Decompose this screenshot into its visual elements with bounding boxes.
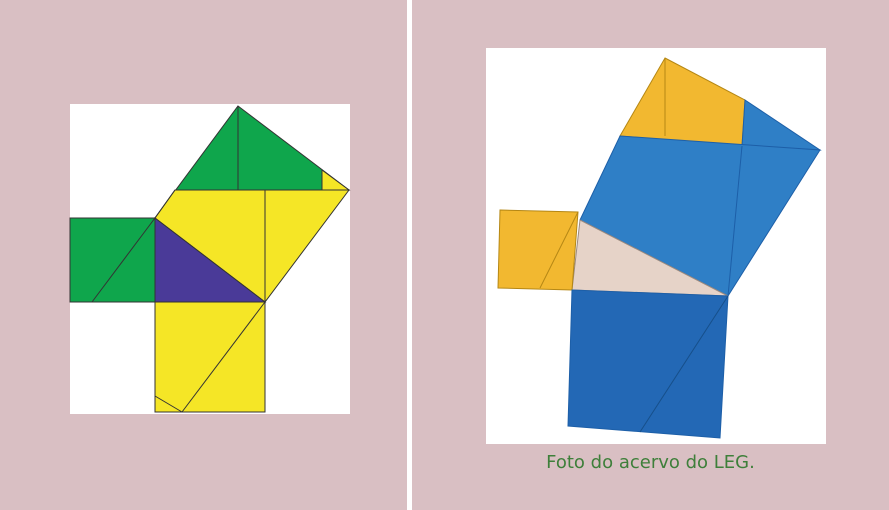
yellow-square-bottom [154, 301, 266, 413]
green-square-left [69, 217, 156, 303]
panel-divider [407, 0, 412, 510]
gold-square-left [497, 209, 579, 291]
blue-square-bottom [567, 289, 729, 439]
photo-caption: Foto do acervo do LEG. [546, 452, 755, 473]
